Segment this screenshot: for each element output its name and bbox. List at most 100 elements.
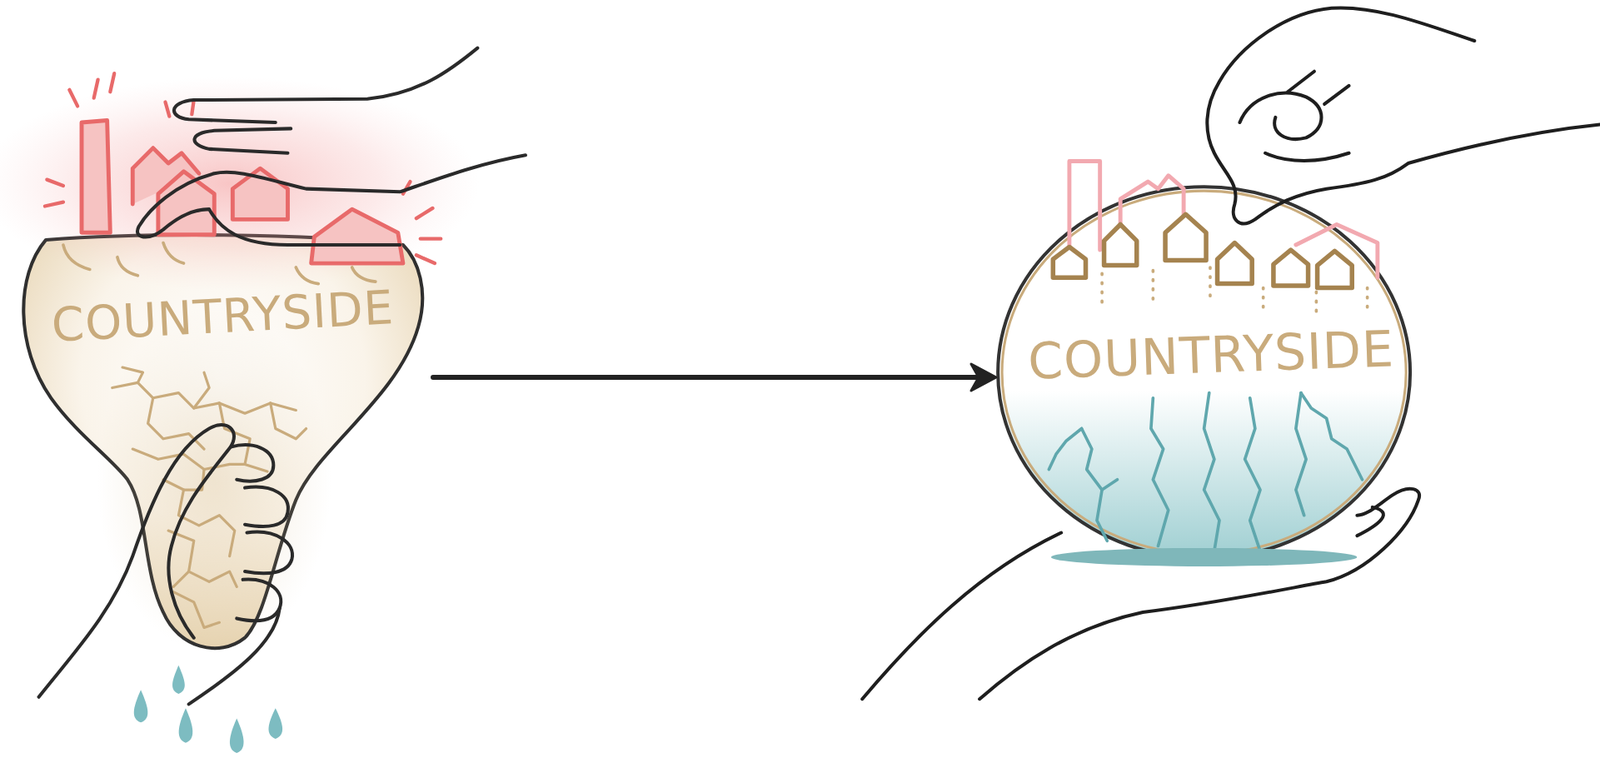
illustration-group <box>0 7 1600 753</box>
crack <box>163 479 235 557</box>
crack <box>132 448 245 470</box>
placing-hand <box>1206 7 1600 224</box>
finger-line <box>1324 85 1349 105</box>
house <box>1217 243 1253 285</box>
root <box>1081 428 1108 542</box>
tick <box>109 73 115 92</box>
crack <box>194 372 210 409</box>
tick <box>46 179 64 186</box>
water-drop <box>268 707 283 739</box>
node-label: COUNTRYSIDE <box>1001 320 1421 389</box>
finger-line <box>1287 71 1315 93</box>
soil-arc <box>63 244 90 270</box>
house <box>158 171 215 235</box>
dotted-line <box>1151 270 1156 305</box>
holding-hand <box>862 488 1420 699</box>
arrow-line <box>433 374 980 380</box>
countryside-balloon: COUNTRYSIDE <box>12 224 434 667</box>
root <box>1245 398 1261 552</box>
crack <box>112 382 297 414</box>
root <box>1048 428 1082 470</box>
soil-arc <box>163 243 185 265</box>
house <box>1317 250 1353 288</box>
dotted-line <box>1261 287 1266 311</box>
hand-outline <box>979 488 1420 699</box>
hand-outline <box>194 128 291 153</box>
chimney <box>1069 161 1101 251</box>
soil-arc <box>295 267 319 285</box>
tick <box>164 102 170 117</box>
water-drop <box>172 665 185 694</box>
water-drop <box>229 717 245 753</box>
finger-line <box>1265 153 1349 161</box>
house <box>1273 249 1309 286</box>
water-roots <box>1048 393 1362 552</box>
dotted-line <box>1208 267 1212 299</box>
stress-ticks <box>44 73 441 264</box>
tick <box>191 99 194 115</box>
root <box>1204 393 1220 552</box>
root <box>1151 398 1169 547</box>
hand-outline <box>862 533 1062 700</box>
finger <box>244 487 289 527</box>
crack <box>173 592 220 629</box>
tick <box>420 237 442 241</box>
root <box>1300 393 1363 480</box>
faded-buildings <box>1069 161 1378 279</box>
small-houses <box>1052 214 1352 288</box>
hand-outline <box>174 48 478 123</box>
tick <box>416 254 435 264</box>
tick <box>94 79 99 99</box>
crack <box>219 403 268 472</box>
arrow-head <box>971 363 997 391</box>
crack <box>270 403 307 439</box>
crack <box>148 398 205 449</box>
house <box>1052 246 1086 278</box>
water-drop <box>134 689 149 723</box>
tick <box>44 202 64 207</box>
building <box>1120 175 1184 245</box>
crack <box>168 530 237 587</box>
thumb-outline <box>39 424 235 698</box>
house <box>1104 224 1137 266</box>
water-drops <box>134 665 283 753</box>
water-puddle <box>1051 548 1358 567</box>
hand-outline <box>137 154 526 245</box>
tick <box>416 208 434 219</box>
soil-arc <box>117 257 139 276</box>
squeezing-hand <box>39 424 293 704</box>
house <box>232 168 288 220</box>
chimney <box>81 120 110 234</box>
house <box>1165 214 1207 260</box>
soil-arcs <box>63 243 376 285</box>
crack <box>184 469 205 491</box>
stressed-buildings <box>81 120 404 265</box>
crack <box>122 367 144 383</box>
building <box>1295 224 1378 279</box>
building <box>132 148 200 205</box>
hand-outline <box>1206 7 1600 224</box>
finger <box>236 579 281 622</box>
dotted-line <box>1100 273 1104 306</box>
finger-curl <box>1239 93 1321 140</box>
crack <box>173 571 189 587</box>
dotted-line <box>1315 291 1319 313</box>
finger <box>244 532 293 574</box>
root <box>1295 393 1306 516</box>
water-drop <box>179 707 194 743</box>
flow-arrow <box>433 363 997 391</box>
house <box>311 209 404 264</box>
stress-glow <box>0 76 480 291</box>
dry-glow <box>96 306 332 654</box>
tick <box>69 89 78 107</box>
countryside-globe: COUNTRYSIDE <box>996 184 1413 562</box>
dotted-lines <box>1101 267 1368 313</box>
finger <box>230 444 274 481</box>
tick <box>403 181 411 195</box>
hand-outline <box>189 608 280 704</box>
root <box>1101 479 1117 490</box>
pressing-hand <box>137 48 526 245</box>
dotted-line <box>1365 287 1370 312</box>
soil-arc <box>352 267 376 282</box>
